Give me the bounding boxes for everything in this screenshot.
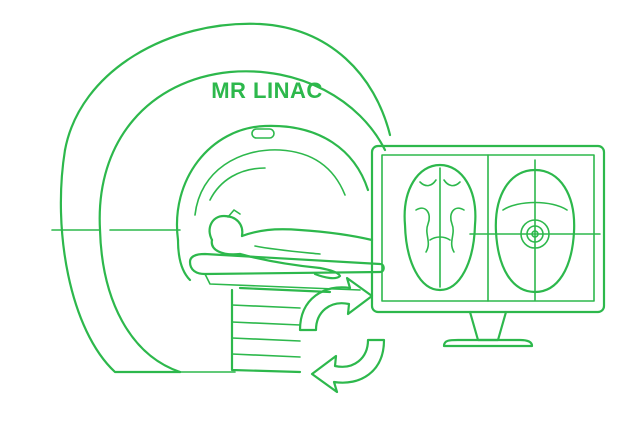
patient-icon bbox=[208, 209, 374, 280]
product-title: MR LINAC bbox=[211, 78, 323, 103]
adaptive-cycle-icon bbox=[298, 276, 386, 394]
mri-scanner-icon bbox=[51, 22, 392, 374]
target-crosshair-icon bbox=[469, 159, 601, 301]
brain-scan-icon bbox=[403, 163, 477, 292]
monitor-icon bbox=[370, 144, 606, 348]
treatment-couch-icon bbox=[188, 252, 385, 374]
